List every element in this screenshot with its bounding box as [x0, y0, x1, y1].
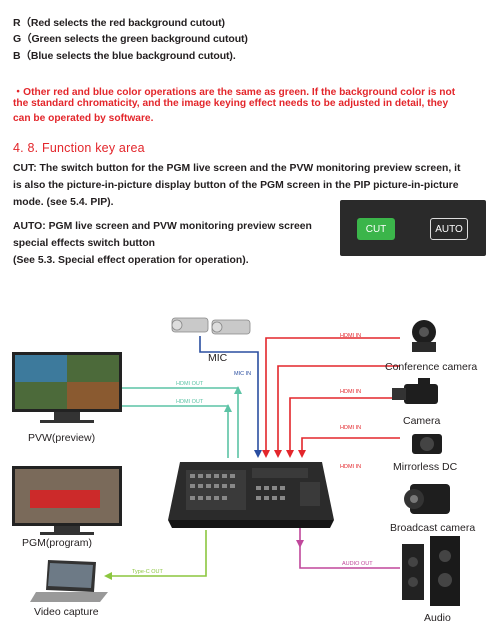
pgm-label: PGM(program) [22, 537, 93, 549]
note-line-2: the standard chromaticity, and the image… [13, 98, 449, 109]
hdmi-in-label-1: HDMI IN [340, 333, 362, 339]
audio-out-label: AUDIO OUT [342, 561, 373, 567]
note-line-1: ・Other red and blue color operations are… [13, 87, 456, 98]
laptop-icon [30, 560, 108, 602]
auto-button[interactable]: AUTO [430, 218, 468, 240]
note-line-3: can be operated by software. [13, 113, 154, 124]
hdmi-in-label-2: HDMI IN [340, 389, 362, 395]
mirrorless-label: Mirrorless DC [393, 461, 458, 473]
audio-label: Audio [424, 612, 451, 624]
function-key-panel: CUT AUTO [340, 200, 486, 256]
g-line: G（Green selects the green background cut… [13, 33, 248, 45]
auto-line-3: (See 5.3. Special effect operation for o… [13, 255, 249, 266]
mic-in-label: MIC IN [234, 371, 252, 377]
switcher-device-icon [168, 462, 334, 528]
auto-line-2: special effects switch button [13, 238, 156, 249]
hdmi-in-label-3: HDMI IN [340, 425, 362, 431]
conference-camera-icon [412, 320, 436, 352]
pgm-monitor-icon [12, 466, 122, 535]
r-line: R（Red selects the red background cutout) [13, 17, 225, 29]
mirrorless-camera-icon [412, 434, 442, 454]
hdmi-out-label-2: HDMI OUT [176, 399, 204, 405]
pvw-label: PVW(preview) [28, 432, 96, 444]
hdmi-in-label-4: HDMI IN [340, 464, 362, 470]
cut-button[interactable]: CUT [357, 218, 395, 240]
hdmi-out-label-1: HDMI OUT [176, 381, 204, 387]
connection-diagram [12, 317, 460, 606]
broadcast-camera-icon [404, 484, 450, 514]
camcorder-icon [392, 378, 438, 404]
cut-line-1: CUT: The switch button for the PGM live … [13, 163, 461, 174]
speaker-icon [402, 536, 460, 606]
b-line: B（Blue selects the blue background cutou… [13, 50, 236, 62]
auto-line-1: AUTO: PGM live screen and PVW monitoring… [13, 221, 312, 232]
video-capture-label: Video capture [34, 606, 99, 618]
broadcast-camera-label: Broadcast camera [390, 522, 476, 534]
camera-label: Camera [403, 415, 441, 427]
cut-line-3: mode. (see 5.4. PIP). [13, 197, 114, 208]
pvw-monitor-icon [12, 352, 122, 423]
mic-label: MIC [208, 352, 228, 364]
section-title: 4. 8. Function key area [13, 141, 145, 155]
conference-camera-label: Conference camera [385, 361, 478, 373]
cut-line-2: is also the picture-in-picture display b… [13, 180, 459, 191]
microphone-icon [171, 317, 251, 335]
type-c-out-label: Type-C OUT [132, 569, 163, 575]
